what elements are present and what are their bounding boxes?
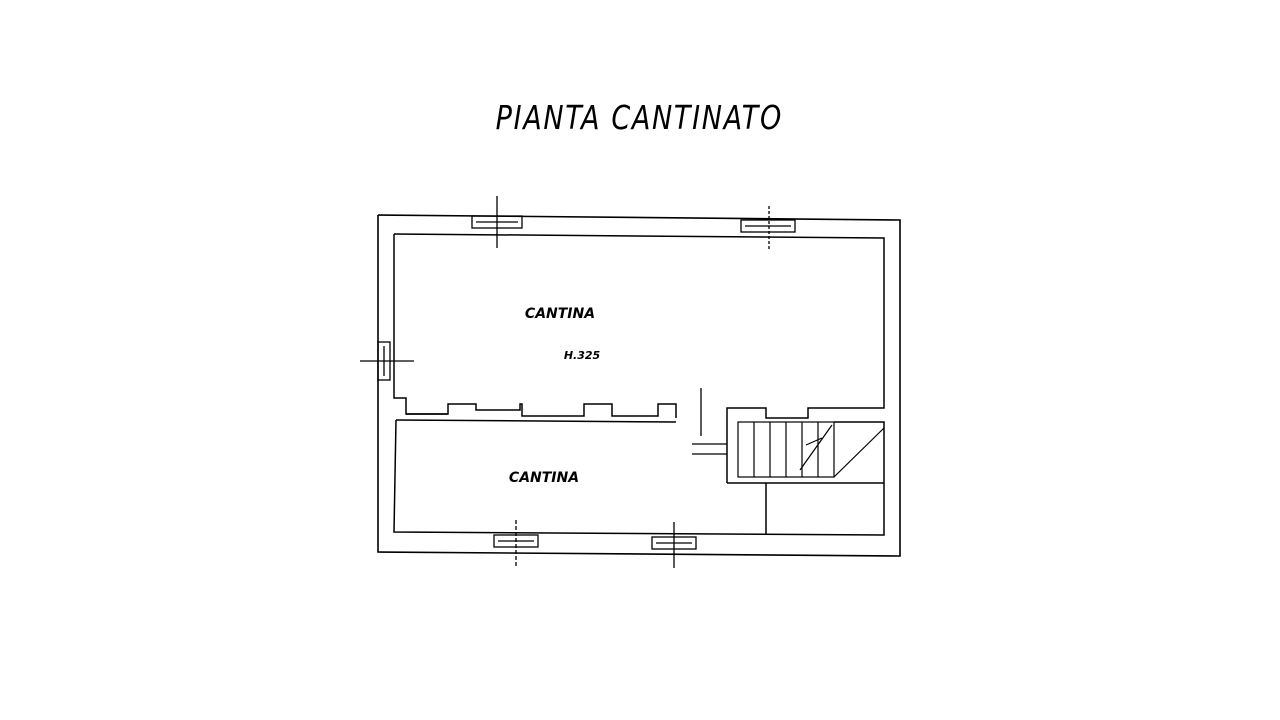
window-bottom-right (651, 522, 697, 568)
staircase (737, 421, 885, 478)
window-top-left (471, 196, 523, 248)
upper-cellar-label: CANTINA (525, 306, 595, 322)
partition-opening (692, 388, 727, 455)
upper-cellar-walls (393, 233, 885, 420)
window-top-right (740, 206, 796, 250)
window-left (360, 341, 414, 381)
plan-title: PIANTA CANTINATO (495, 98, 783, 137)
lower-cellar-walls (393, 419, 885, 536)
lower-cellar-label: CANTINA (509, 470, 579, 486)
window-bottom-left (493, 520, 539, 568)
upper-cellar-height-note: H.325 (564, 349, 601, 362)
outer-wall (377, 214, 901, 557)
